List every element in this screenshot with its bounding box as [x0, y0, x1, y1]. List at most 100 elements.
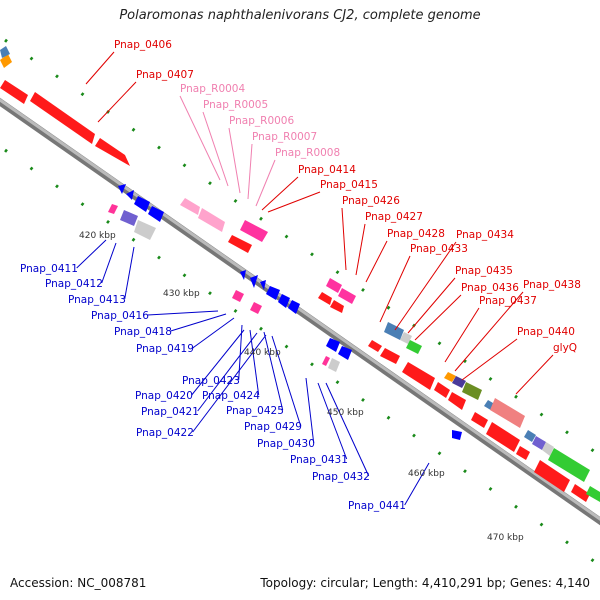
gene-label[interactable]: Pnap_0415 — [320, 179, 378, 191]
gene-feature[interactable] — [250, 302, 262, 314]
gene-label[interactable]: Pnap_0419 — [136, 343, 194, 355]
gene-feature[interactable] — [326, 278, 342, 293]
gene-feature[interactable] — [134, 220, 156, 240]
gene-feature[interactable] — [406, 340, 422, 354]
gene-feature[interactable] — [118, 184, 126, 194]
gene-feature[interactable] — [444, 372, 456, 382]
gene-label[interactable]: Pnap_0422 — [136, 427, 194, 439]
gene-label[interactable]: Pnap_0418 — [114, 326, 172, 338]
gene-label[interactable]: Pnap_0406 — [114, 39, 172, 51]
gene-feature[interactable] — [0, 54, 12, 68]
gene-feature[interactable] — [452, 376, 466, 388]
gene-feature[interactable] — [402, 362, 435, 390]
gene-label[interactable]: Pnap_R0007 — [252, 131, 317, 143]
gene-label[interactable]: Pnap_0436 — [461, 282, 519, 294]
gene-feature[interactable] — [368, 340, 382, 352]
gene-feature[interactable] — [586, 486, 600, 502]
gene-label[interactable]: Pnap_0414 — [298, 164, 356, 176]
gene-label[interactable]: Pnap_0437 — [479, 295, 537, 307]
gene-feature[interactable] — [548, 448, 590, 482]
gene-label[interactable]: Pnap_0434 — [456, 229, 514, 241]
tick-mark — [131, 237, 136, 242]
tick-mark — [514, 394, 518, 399]
gene-feature[interactable] — [148, 206, 164, 222]
gene-label[interactable]: Pnap_R0006 — [229, 115, 294, 127]
gene-feature[interactable] — [380, 348, 400, 364]
gene-label[interactable]: Pnap_0420 — [135, 390, 193, 402]
gene-feature[interactable] — [571, 484, 590, 502]
label-leader — [124, 246, 135, 300]
gene-label[interactable]: Pnap_0416 — [91, 310, 149, 322]
genome-summary: Topology: circular; Length: 4,410,291 bp… — [260, 576, 590, 590]
gene-label[interactable]: Pnap_0424 — [202, 390, 260, 402]
rna-feature[interactable] — [240, 220, 268, 242]
gene-label[interactable]: Pnap_0407 — [136, 69, 194, 81]
gene-feature[interactable] — [490, 398, 525, 428]
gene-feature[interactable] — [448, 392, 466, 410]
gene-feature[interactable] — [266, 286, 280, 300]
gene-feature[interactable] — [400, 332, 412, 344]
gene-label[interactable]: Pnap_0429 — [244, 421, 302, 433]
gene-label[interactable]: Pnap_0440 — [517, 326, 575, 338]
gene-label[interactable]: Pnap_0425 — [226, 405, 284, 417]
gene-label[interactable]: Pnap_0421 — [141, 406, 199, 418]
gene-feature[interactable] — [330, 300, 344, 313]
gene-feature[interactable] — [384, 322, 404, 340]
gene-feature[interactable] — [462, 382, 482, 400]
rna-feature[interactable] — [180, 198, 200, 215]
rna-feature[interactable] — [198, 208, 225, 232]
gene-label[interactable]: Pnap_0441 — [348, 500, 406, 512]
scale-label: 460 kbp — [408, 469, 445, 479]
gene-feature[interactable] — [516, 446, 530, 460]
gene-label[interactable]: Pnap_0428 — [387, 228, 445, 240]
gene-feature[interactable] — [278, 294, 290, 308]
gene-feature[interactable] — [0, 80, 28, 104]
gene-label[interactable]: Pnap_0433 — [410, 243, 468, 255]
gene-feature[interactable] — [250, 275, 258, 288]
gene-feature[interactable] — [134, 196, 150, 212]
gene-feature[interactable] — [534, 460, 570, 492]
gene-label[interactable]: Pnap_R0005 — [203, 99, 268, 111]
gene-label[interactable]: Pnap_0427 — [365, 211, 423, 223]
gene-feature[interactable] — [228, 235, 252, 253]
gene-feature[interactable] — [288, 300, 300, 314]
gene-feature[interactable] — [328, 358, 340, 372]
gene-feature[interactable] — [338, 288, 356, 304]
gene-feature[interactable] — [542, 442, 554, 456]
gene-feature[interactable] — [240, 270, 246, 280]
tick-mark — [310, 362, 314, 367]
gene-label[interactable]: Pnap_R0008 — [275, 147, 340, 159]
gene-label[interactable]: Pnap_0438 — [523, 279, 581, 291]
gene-feature[interactable] — [532, 436, 546, 450]
gene-feature[interactable] — [452, 430, 462, 440]
gene-label[interactable]: Pnap_R0004 — [180, 83, 245, 95]
gene-label[interactable]: Pnap_0431 — [290, 454, 348, 466]
gene-label[interactable]: Pnap_0412 — [45, 278, 103, 290]
gene-feature[interactable] — [326, 338, 340, 352]
gene-label[interactable]: Pnap_0423 — [182, 375, 240, 387]
gene-feature[interactable] — [486, 422, 520, 452]
gene-feature[interactable] — [260, 280, 266, 290]
gene-feature[interactable] — [120, 210, 138, 226]
gene-label[interactable]: Pnap_0430 — [257, 438, 315, 450]
gene-feature[interactable] — [0, 46, 10, 58]
gene-label[interactable]: Pnap_0413 — [68, 294, 126, 306]
gene-feature[interactable] — [126, 190, 134, 200]
gene-label[interactable]: Pnap_0426 — [342, 195, 400, 207]
gene-feature[interactable] — [30, 92, 95, 144]
gene-feature[interactable] — [471, 412, 488, 428]
gene-feature[interactable] — [108, 204, 118, 214]
gene-feature[interactable] — [338, 346, 352, 360]
gene-label[interactable]: Pnap_0411 — [20, 263, 78, 275]
gene-feature[interactable] — [232, 290, 244, 302]
gene-feature[interactable] — [434, 382, 450, 398]
gene-label[interactable]: glyQ — [553, 342, 577, 354]
gene-feature[interactable] — [318, 292, 332, 305]
gene-feature[interactable] — [95, 138, 130, 166]
gene-label[interactable]: Pnap_0432 — [312, 471, 370, 483]
label-leader — [515, 354, 554, 395]
gene-feature[interactable] — [524, 430, 536, 442]
tick-mark — [437, 341, 442, 346]
gene-feature[interactable] — [322, 356, 330, 366]
gene-label[interactable]: Pnap_0435 — [455, 265, 513, 277]
